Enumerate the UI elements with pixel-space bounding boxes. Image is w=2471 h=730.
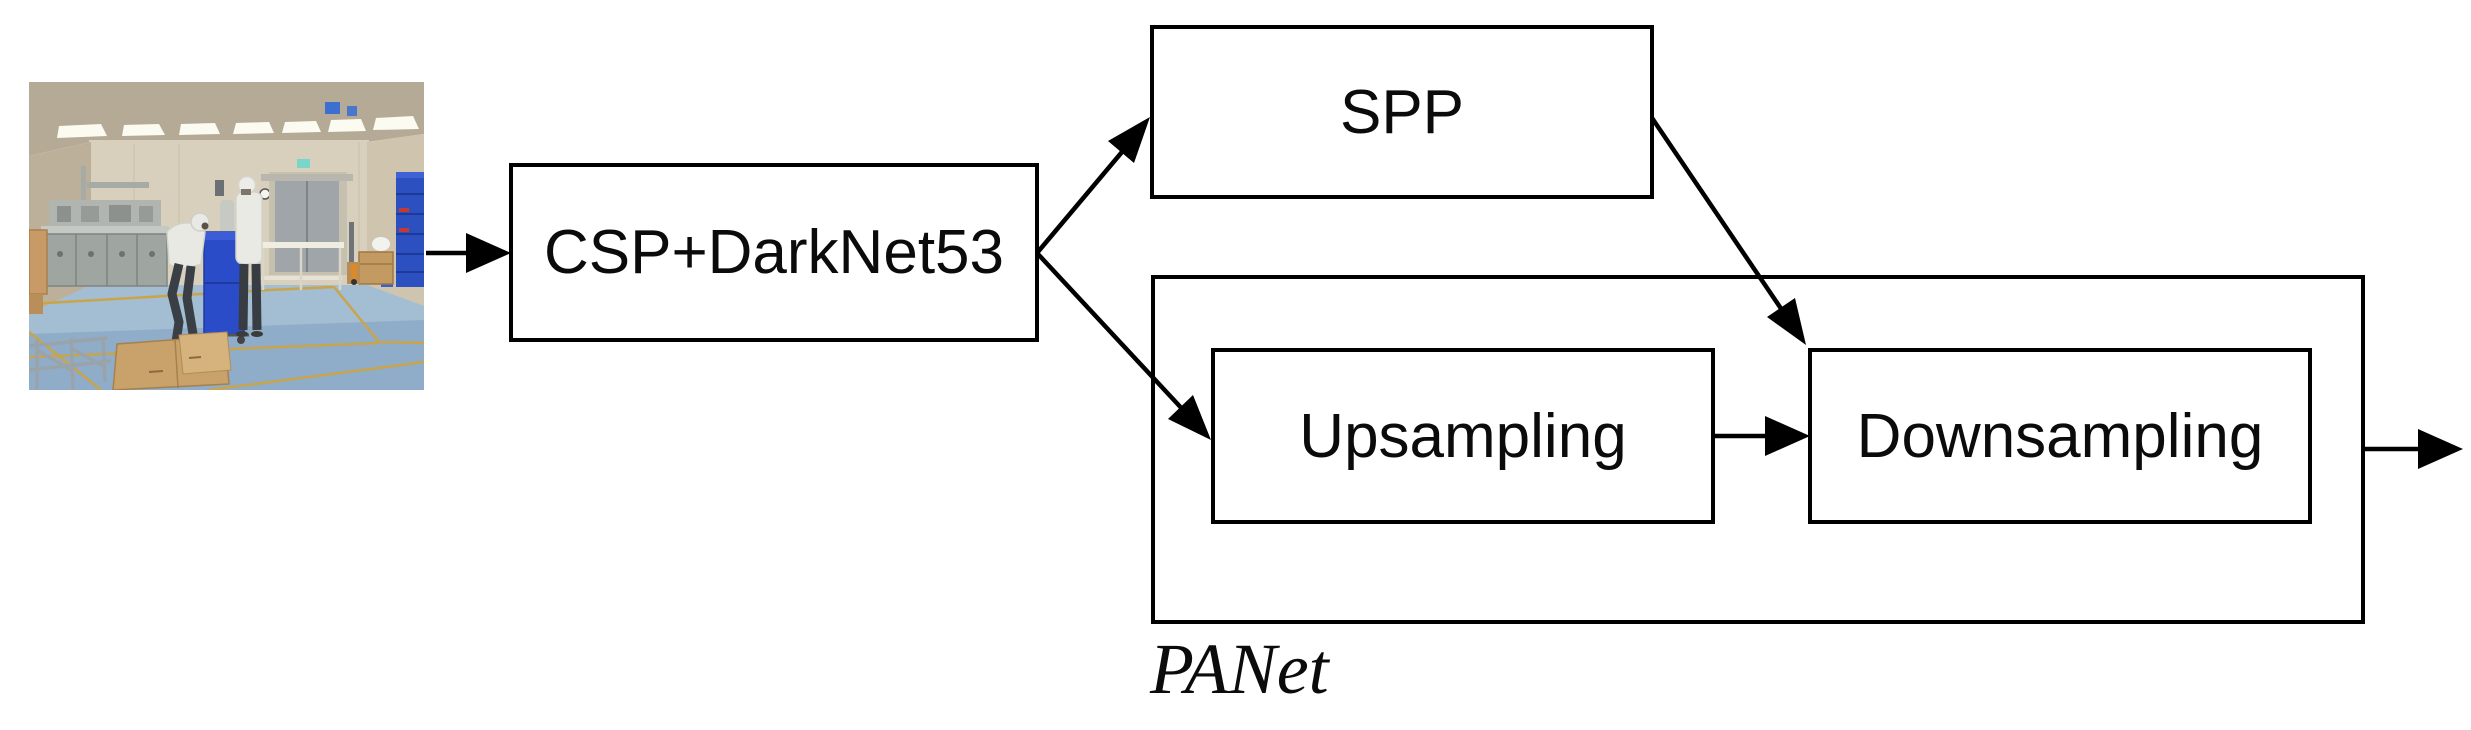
node-upsampling-label: Upsampling	[1299, 401, 1627, 471]
node-upsampling: Upsampling	[1211, 348, 1715, 524]
photo-ceiling	[29, 82, 424, 156]
group-panet-label: PANet	[1150, 629, 1329, 709]
wall-panel	[215, 180, 224, 196]
factory-photo-illustration	[29, 82, 424, 390]
photo-cardboard-sheets	[112, 331, 232, 390]
photo-bins-and-boxes	[347, 172, 424, 287]
node-backbone: CSP+DarkNet53	[509, 163, 1039, 342]
node-downsampling-label: Downsampling	[1856, 401, 2264, 471]
arrow-photo-to-backbone	[426, 233, 511, 273]
hand-truck	[351, 264, 357, 280]
node-spp-label: SPP	[1339, 77, 1465, 147]
photo-worker-standing	[235, 175, 263, 337]
node-backbone-label: CSP+DarkNet53	[543, 218, 1005, 287]
photo-machinery	[29, 166, 169, 314]
arrow-backbone-to-spp	[1035, 117, 1150, 255]
photo-door	[261, 172, 354, 284]
arrow-panet-output	[2363, 429, 2463, 469]
input-photo	[29, 82, 424, 390]
node-spp: SPP	[1150, 25, 1654, 199]
photo-metal-rack	[29, 336, 112, 390]
exit-sign	[297, 159, 310, 168]
node-downsampling: Downsampling	[1808, 348, 2312, 524]
photo-table	[259, 242, 344, 290]
